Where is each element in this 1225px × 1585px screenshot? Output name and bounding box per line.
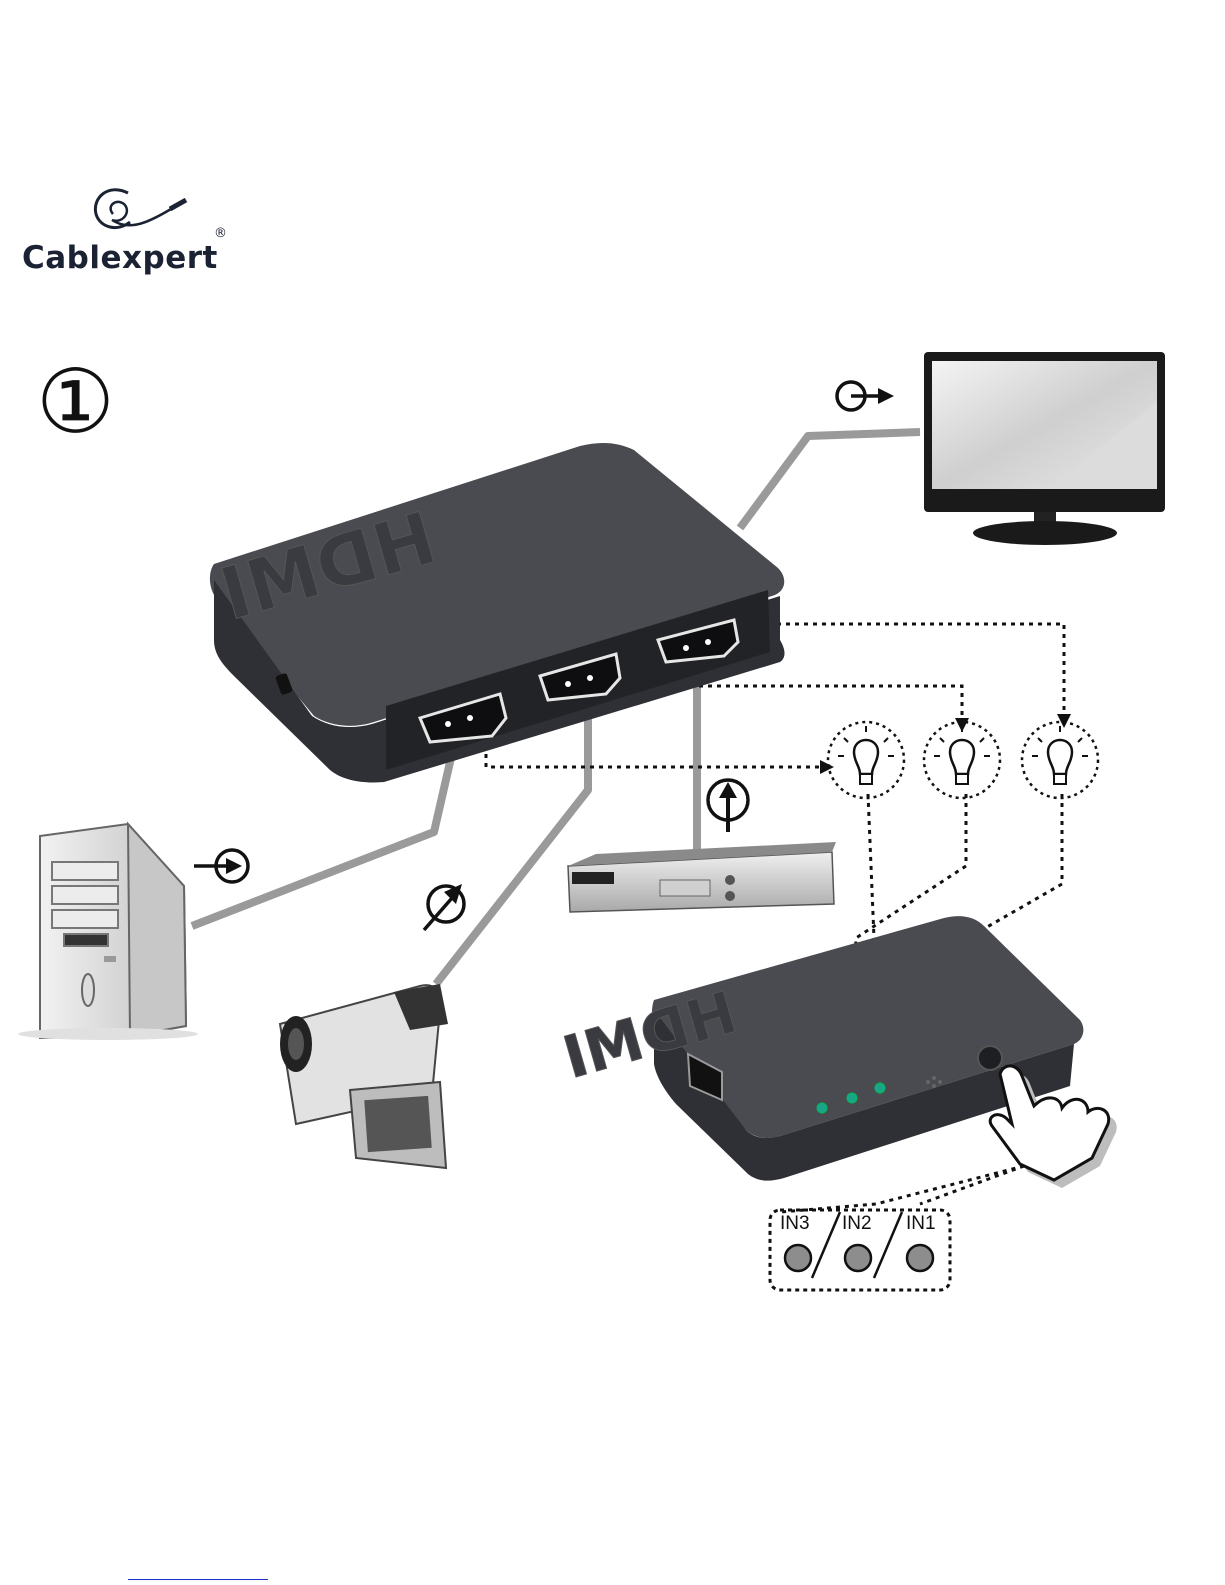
- led-bulb-icon: [828, 722, 1098, 798]
- output-arrow-icon: [837, 382, 894, 410]
- button-state-label-in1: IN1: [906, 1213, 936, 1235]
- cable-output-monitor: [740, 432, 920, 528]
- button-state-label-in3: IN3: [780, 1213, 810, 1235]
- pc-tower-icon: [18, 824, 198, 1040]
- monitor-icon: [924, 352, 1165, 545]
- step-number: ①: [36, 358, 115, 446]
- input-arrow-icon: [708, 780, 748, 832]
- input-arrow-icon: [424, 884, 464, 930]
- cablexpert-logo-icon: [95, 190, 186, 228]
- footer-link-underline[interactable]: [128, 1577, 268, 1580]
- registered-mark: ®: [214, 226, 227, 241]
- camcorder-icon: [280, 984, 448, 1168]
- set-top-box-icon: [568, 842, 836, 912]
- button-state-label-in2: IN2: [842, 1213, 872, 1235]
- brand-wordmark: Cablexpert: [22, 240, 218, 276]
- input-arrow-icon: [194, 850, 248, 882]
